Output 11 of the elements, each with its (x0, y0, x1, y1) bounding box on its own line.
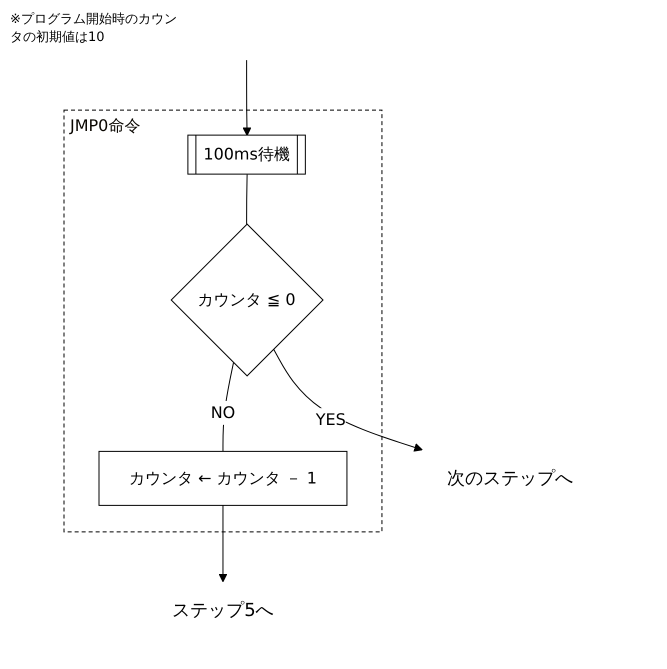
arrow (218, 504, 228, 582)
node-text: ステップ5へ (172, 600, 274, 621)
node-text: 次のステップへ (446, 468, 573, 489)
arrow (242, 60, 252, 136)
node-diamond: カウンタ ≦ 0 (170, 223, 324, 377)
note-text: ※プログラム開始時のカウンタの初期値は10 (10, 11, 178, 46)
arrow (273, 348, 423, 452)
node-box: カウンタ ← カウンタ － 1 (98, 450, 348, 506)
edge-label: YES (316, 410, 346, 430)
edge-label: NO (210, 402, 236, 422)
connector (246, 174, 248, 225)
